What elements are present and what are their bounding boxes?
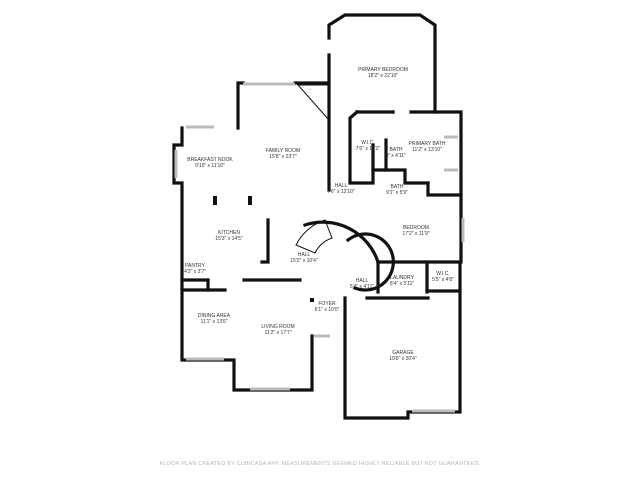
room-name: FOYER [318,301,336,307]
room-name: LIVING ROOM [261,324,294,330]
room-name: HALL [356,278,369,284]
room-dims: 7'6" x 12'10" [327,189,355,195]
room-dims: 15'3" x 14'5" [215,236,243,242]
room-dims: 15'2" x 10'4" [290,258,318,264]
room-dims: 11'1" x 13'6" [200,319,227,325]
room-dims: 9'10" x 11'10" [195,163,225,169]
room-dims: 19'6" x 20'4" [389,356,417,362]
room-name: W.I.C. [436,271,450,277]
room-dims: 18'2" x 22'10" [368,73,398,79]
room-dims: 8'4" x 5'11" [390,281,414,287]
room-dims: 17'2" x 11'9" [402,231,429,237]
walls [172,13,465,420]
room-labels: PRIMARY BEDROOM 18'2" x 22'10" FAMILY RO… [184,67,454,362]
room-name: DINING AREA [198,313,231,319]
room-name: PRIMARY BATH [409,141,446,147]
room-name: HALL [335,183,348,189]
room-name: PANTRY [185,263,205,269]
room-dims: 5'5" x 4'8" [432,277,454,283]
room-dims: 6'1" x 10'0" [315,307,340,313]
room-name: BATH [390,147,403,153]
room-name: LAUNDRY [390,275,414,281]
room-name: KITCHEN [218,230,240,236]
room-dims: 9'1" x 5'9" [386,190,408,196]
room-name: HALL [298,252,311,258]
room-name: W.I.C. [361,140,375,146]
room-name: PRIMARY BEDROOM [358,67,408,73]
room-name: BATH [391,184,404,190]
room-name: BREAKFAST NOOK [187,157,233,163]
room-dims: 11'2" x 17'7" [264,330,291,336]
room-dims: 2' x 4'11" [386,153,406,159]
room-name: BEDROOM [403,225,429,231]
room-dims: 7'6" x 12'2" [356,146,381,152]
room-dims: 11'2" x 13'10" [412,147,442,153]
room-name: GARAGE [392,350,414,356]
room-dims: 5'4" x 4'11" [350,284,374,290]
room-name: FAMILY ROOM [266,148,300,154]
room-dims: 4'3" x 3'7" [184,269,206,275]
footer-disclaimer: FLOOR PLAN CREATED BY CUBICASA APP. MEAS… [160,461,481,467]
room-dims: 15'8" x 23'7" [269,154,297,160]
